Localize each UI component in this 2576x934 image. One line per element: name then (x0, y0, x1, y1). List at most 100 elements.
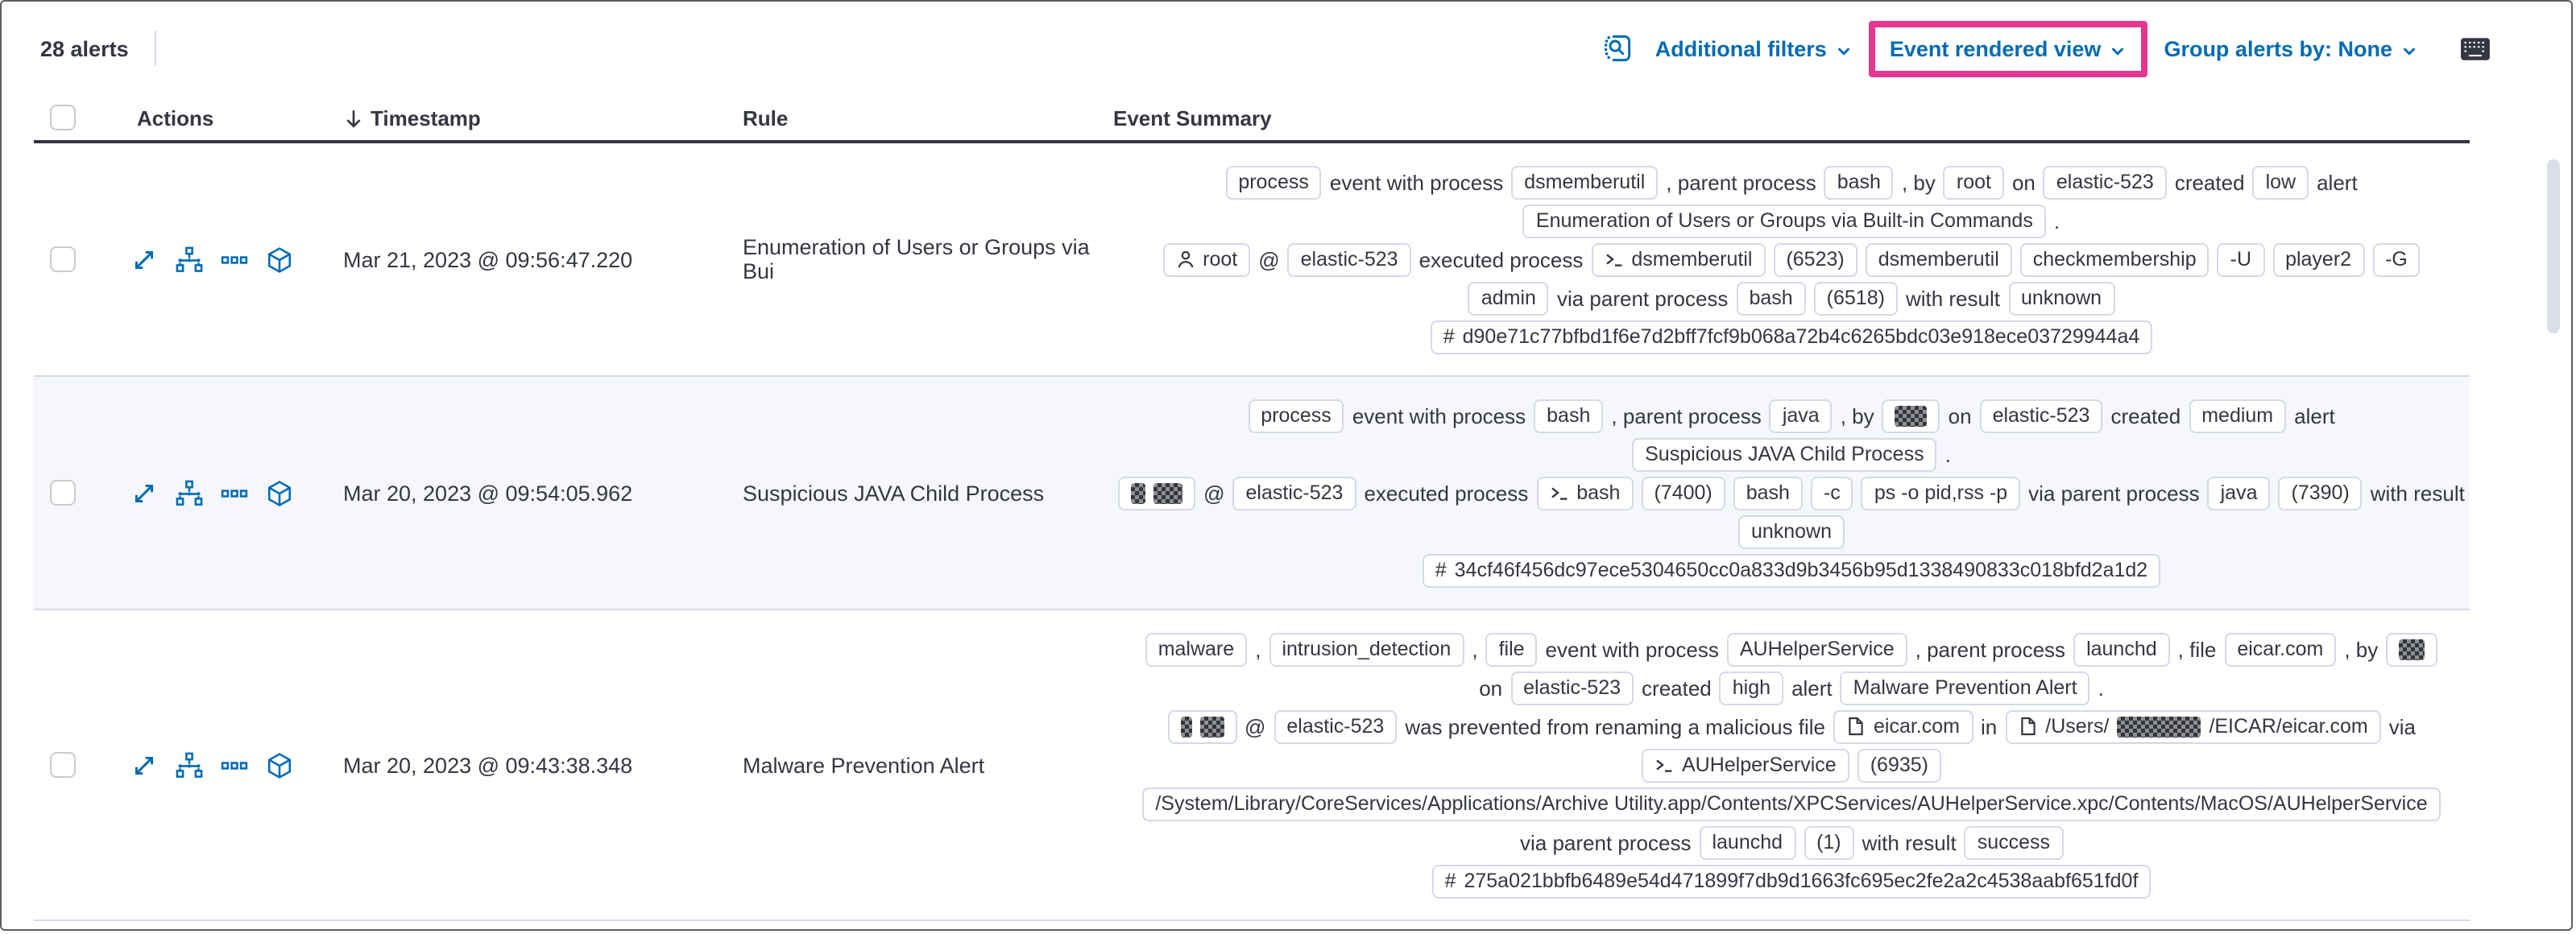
expand-event-icon[interactable] (130, 246, 158, 273)
event-summary-badge[interactable]: checkmembership (2019, 242, 2209, 276)
event-summary-badge[interactable]: root (1162, 242, 1251, 276)
row-checkbox[interactable] (50, 480, 76, 506)
event-summary-badge[interactable]: -G (2372, 242, 2421, 276)
session-view-icon[interactable] (266, 246, 293, 273)
event-summary-badge[interactable]: elastic-523 (1274, 709, 1398, 743)
event-summary-badge[interactable]: bash (1733, 476, 1803, 510)
rule-cell[interactable]: Malware Prevention Alert (743, 753, 985, 777)
event-summary-badge[interactable]: high (1719, 671, 1784, 705)
analyze-event-icon[interactable] (176, 751, 203, 779)
event-summary-badge[interactable]: eicar.com (1833, 709, 1973, 743)
event-summary-badge[interactable]: (6518) (1813, 281, 1898, 315)
expand-event-icon[interactable] (130, 479, 158, 506)
event-summary-badge[interactable]: dsmemberutil (1591, 242, 1766, 276)
event-summary-badge[interactable]: admin (1468, 281, 1549, 315)
event-summary-badge[interactable]: malware (1145, 632, 1248, 666)
event-summary-badge[interactable]: eicar.com (2224, 632, 2337, 666)
event-summary-badge[interactable]: (7400) (1641, 476, 1725, 510)
event-summary-badge[interactable]: #34cf46f456dc97ece5304650cc0a833d9b3456b… (1422, 553, 2161, 587)
event-summary-badge[interactable]: -U (2217, 242, 2265, 276)
vertical-scrollbar[interactable] (2547, 159, 2560, 333)
event-summary-badge[interactable]: dsmemberutil (1511, 165, 1659, 199)
expand-event-icon[interactable] (130, 751, 158, 779)
badge-text: elastic-523 (1245, 481, 1344, 504)
rule-cell[interactable]: Enumeration of Users or Groups via Bui (743, 235, 1090, 283)
event-summary-text: created (2174, 170, 2245, 194)
event-summary-badge[interactable]: (1) (1804, 825, 1854, 859)
event-summary-line: Suspicious JAVA Child Process. (1113, 435, 2470, 473)
event-summary-badge[interactable] (2386, 632, 2438, 666)
event-summary-badge[interactable]: intrusion_detection (1269, 632, 1464, 666)
event-summary-badge[interactable]: bash (1534, 399, 1604, 432)
event-summary-badge[interactable]: file (1485, 632, 1538, 666)
keyboard-shortcuts-button[interactable] (2460, 36, 2491, 60)
group-alerts-button[interactable]: Group alerts by: None (2164, 36, 2418, 60)
event-summary-badge[interactable]: Enumeration of Users or Groups via Built… (1522, 204, 2046, 238)
event-summary-badge[interactable]: elastic-523 (1232, 476, 1356, 510)
event-summary-text: via (2388, 714, 2416, 738)
event-summary-badge[interactable]: process (1225, 165, 1322, 199)
event-summary-badge[interactable]: process (1248, 399, 1344, 432)
analyze-event-icon[interactable] (176, 479, 203, 506)
event-summary-badge[interactable]: root (1943, 165, 2004, 199)
event-summary-badge[interactable]: AUHelperService (1726, 632, 1907, 666)
event-summary-badge[interactable]: success (1964, 825, 2063, 859)
event-summary-badge[interactable]: java (2207, 476, 2271, 510)
rule-cell[interactable]: Suspicious JAVA Child Process (743, 481, 1045, 505)
event-summary-badge[interactable]: elastic-523 (1287, 242, 1411, 276)
event-summary-badge[interactable]: Malware Prevention Alert (1840, 671, 2090, 705)
event-summary-badge[interactable]: elastic-523 (1510, 671, 1634, 705)
event-summary-badge[interactable]: dsmemberutil (1865, 242, 2012, 276)
event-summary-badge[interactable] (1118, 476, 1196, 510)
more-actions-icon[interactable] (221, 246, 248, 273)
event-summary-badge[interactable] (1882, 399, 1940, 432)
hash-icon: # (1435, 559, 1447, 581)
event-summary-badge[interactable]: elastic-523 (2043, 165, 2167, 199)
event-summary-badge[interactable] (1167, 709, 1236, 743)
row-actions-cell (118, 751, 343, 779)
additional-filters-button[interactable]: Additional filters (1655, 36, 1853, 60)
event-summary-badge[interactable]: #d90e71c77bfbd1f6e7d2bff7fcf9b068a72b4c6… (1430, 320, 2153, 353)
event-summary-badge[interactable]: launchd (2073, 632, 2170, 666)
event-summary-line: AUHelperService (6935) (1113, 746, 2470, 784)
inspect-icon[interactable] (1604, 34, 1633, 63)
session-view-icon[interactable] (266, 479, 293, 506)
event-rendered-view-button[interactable]: Event rendered view (1890, 36, 2127, 60)
event-summary-badge[interactable]: low (2252, 165, 2309, 199)
more-actions-icon[interactable] (221, 479, 248, 506)
row-checkbox[interactable] (50, 752, 76, 778)
event-summary-badge[interactable]: medium (2189, 399, 2287, 432)
event-summary-text: , file (2177, 637, 2217, 661)
event-summary-badge[interactable]: bash (1736, 281, 1806, 315)
event-summary-badge[interactable]: /Users//EICAR/eicar.com (2005, 709, 2381, 743)
column-header-event-summary[interactable]: Event Summary (1113, 105, 2470, 130)
event-summary-badge[interactable]: unknown (1737, 515, 1845, 548)
event-summary-badge[interactable]: java (1769, 399, 1833, 432)
event-summary-badge[interactable]: (6935) (1857, 748, 1941, 782)
event-summary-badge[interactable]: player2 (2272, 242, 2365, 276)
event-summary-badge[interactable]: ps -o pid,rss -p (1861, 476, 2021, 510)
event-summary-badge[interactable]: AUHelperService (1641, 748, 1849, 782)
event-summary-badge[interactable]: launchd (1699, 825, 1796, 859)
analyze-event-icon[interactable] (176, 246, 203, 273)
event-summary-badge[interactable]: Suspicious JAVA Child Process (1632, 437, 1937, 471)
event-summary-badge[interactable]: bash (1824, 165, 1894, 199)
session-view-icon[interactable] (266, 751, 293, 779)
event-summary-badge[interactable]: -c (1810, 476, 1853, 510)
event-summary-badge[interactable]: #275a021bbfb6489e54d471899f7db9d1663fc69… (1431, 864, 2151, 898)
row-checkbox[interactable] (50, 246, 76, 272)
event-summary-badge[interactable]: (6523) (1773, 242, 1857, 276)
event-summary-badge[interactable]: unknown (2008, 281, 2115, 315)
column-header-timestamp[interactable]: Timestamp (343, 105, 743, 130)
badge-text: admin (1481, 287, 1536, 309)
column-header-rule[interactable]: Rule (743, 105, 1113, 130)
event-summary-badge[interactable]: (7390) (2278, 476, 2363, 510)
select-all-checkbox[interactable] (50, 105, 76, 130)
event-summary-badge[interactable]: /System/Library/CoreServices/Application… (1142, 787, 2441, 820)
event-summary-badge[interactable]: bash (1536, 476, 1634, 510)
event-summary-badge[interactable]: elastic-523 (1979, 399, 2103, 432)
badge-text: AUHelperService (1681, 754, 1837, 776)
more-actions-icon[interactable] (221, 751, 248, 779)
event-summary-text: alert (2317, 170, 2358, 194)
